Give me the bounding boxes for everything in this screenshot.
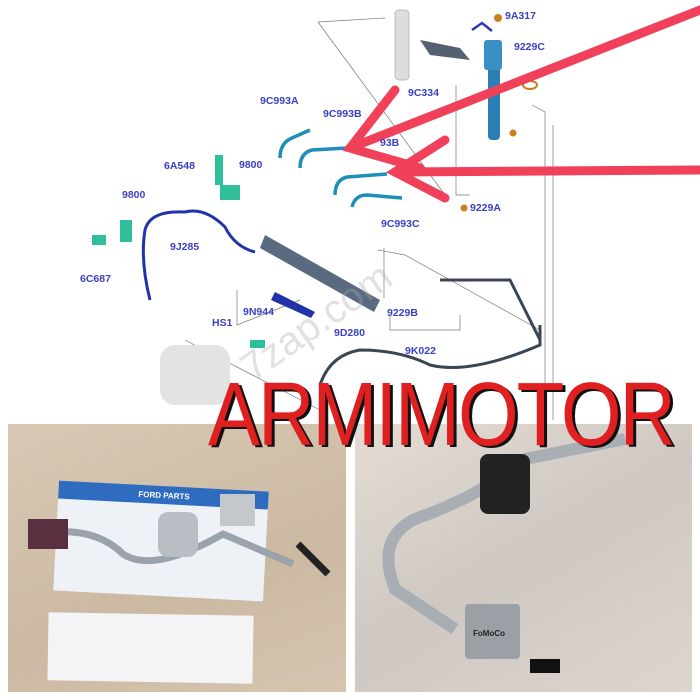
label-HS1: HS1 — [212, 317, 233, 329]
label-9800-upper: 9800 — [239, 159, 263, 171]
leak-off-branch — [440, 278, 542, 341]
fuel-pump — [160, 345, 230, 405]
label-9N944: 9N944 — [243, 306, 274, 318]
fuel-pipe-photo-left — [28, 494, 331, 577]
label-6C687: 6C687 — [80, 273, 111, 285]
bracket-9800-lower — [120, 220, 132, 242]
part-marking-text: FoMoCo — [473, 629, 505, 638]
label-9C334: 9C334 — [408, 87, 439, 99]
parts-diagram — [92, 5, 700, 420]
red-arrow-upper — [342, 5, 700, 173]
label-9800-lower: 9800 — [122, 189, 146, 201]
seal-dot — [494, 14, 502, 22]
label-9C993B: 9C993B — [323, 108, 362, 120]
label-9C993C: 9C993C — [381, 218, 420, 230]
return-pipe-9J285 — [141, 209, 256, 301]
leak-off-9K022 — [318, 325, 542, 386]
seal-dot — [460, 204, 468, 212]
fuel-pipes — [278, 128, 403, 208]
red-arrow-lower — [386, 135, 700, 203]
bracket-9N944 — [271, 292, 315, 318]
label-9D280: 9D280 — [334, 327, 365, 339]
fuel-rail — [260, 235, 380, 312]
label-9A317: 9A317 — [505, 10, 536, 22]
label-9J285: 9J285 — [170, 241, 200, 253]
label-9229C: 9229C — [514, 41, 545, 53]
armimotor-watermark-logo: ARMIMOTOR — [208, 363, 676, 465]
seal-dot — [509, 129, 517, 137]
label-9C993A: 9C993A — [260, 95, 299, 107]
bolt-6C687 — [92, 235, 106, 245]
label-6A548: 6A548 — [164, 160, 195, 172]
white-pad — [47, 612, 254, 684]
clip-9A317 — [471, 21, 493, 32]
clamp-9C334 — [420, 40, 470, 60]
fuel-pipe-photo-right — [382, 433, 627, 673]
label-9C993B-partial: 93B — [380, 137, 400, 149]
label-9K022: 9K022 — [405, 345, 436, 357]
label-9229A: 9229A — [470, 202, 501, 214]
bolt-HS1 — [250, 340, 265, 348]
sensor-6A548 — [215, 155, 223, 185]
photo-right: FoMoCo — [355, 424, 692, 692]
bracket-9800-upper — [220, 185, 240, 200]
photo-left: FORD PARTS — [8, 424, 346, 692]
label-9229B: 9229B — [387, 307, 418, 319]
